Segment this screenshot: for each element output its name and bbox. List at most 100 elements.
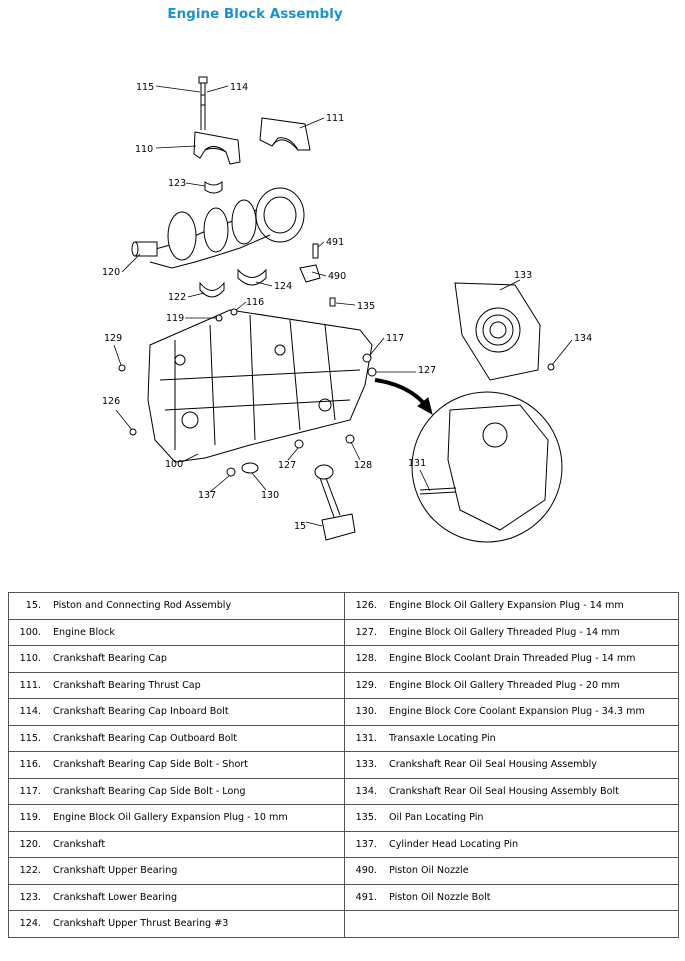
detail-view [411,391,563,543]
page-title: Engine Block Assembly [167,6,343,22]
parts-table: 15. Piston and Connecting Rod Assembly 126… [8,592,679,938]
callout-label: 123 [168,178,186,189]
part-number: 129. [355,679,377,691]
callout-label: 133 [514,270,532,281]
callout-label: 130 [261,490,279,501]
crankshaft-lower-bearing [204,181,223,194]
part-number: 126. [355,600,377,612]
callout-label: 491 [326,237,344,248]
callout-label: 127 [418,365,436,376]
part-description: Crankshaft Bearing Cap Outboard Bolt [53,732,238,744]
part-number: 135. [355,812,377,824]
callout-label: 111 [326,113,344,124]
table-row: 15. Piston and Connecting Rod Assembly 126… [8,592,679,620]
callout-label: 115 [136,82,154,93]
table-cell: 137. Cylinder Head Locating Pin [344,830,679,858]
part-number: 490. [355,865,377,877]
crankshaft [131,187,305,269]
part-number: 123. [19,891,41,903]
table-row: 119.Engine Block Oil Gallery Expansion P… [8,804,679,832]
table-cell: 131.Transaxle Locating Pin [344,724,679,752]
callout-label: 134 [574,333,592,344]
part-description: Crankshaft Bearing Cap Inboard Bolt [53,706,229,718]
part-number: 137. [355,838,377,850]
callout-label: 126 [102,396,120,407]
table-row: 115.Crankshaft Bearing Cap Outboard Bolt… [8,724,679,752]
part-number: 15. [25,600,41,612]
part-description: Crankshaft Bearing Thrust Cap [53,679,201,691]
table-row: 124.Crankshaft Upper Thrust Bearing #3 [8,910,679,938]
callout-label: 137 [198,490,216,501]
callout-label: 127 [278,460,296,471]
part-description: Oil Pan Locating Pin [389,812,484,824]
callout-label: 119 [166,313,184,324]
table-cell: 124.Crankshaft Upper Thrust Bearing #3 [8,910,345,938]
crankshaft-bearing-cap [193,131,241,165]
table-row: 111. Crankshaft Bearing Thrust Cap 129. Eng… [8,671,679,699]
table-cell: 15. Piston and Connecting Rod Assembly [8,592,345,620]
part-number: 119. [19,812,41,824]
callout-label: 124 [274,281,292,292]
table-cell: 130. Engine Block Core Coolant Expansion … [344,698,679,726]
part-number: 117. [19,785,41,797]
part-number: 120. [19,838,41,850]
callout-label: 110 [135,144,153,155]
table-cell [344,910,679,938]
part-description: Cylinder Head Locating Pin [389,838,519,850]
part-description: Piston Oil Nozzle [389,865,469,877]
part-description: Engine Block Coolant Drain Threaded Plug… [389,653,636,665]
part-description: Engine Block Oil Gallery Threaded Plug -… [389,679,620,691]
diagram-svg: 115 114 111 110 123 491 490 120 124 122 … [102,76,592,543]
part-description: Crankshaft Rear Oil Seal Housing Assembl… [389,759,597,771]
crankshaft-upper-thrust-bearing [237,268,267,286]
crankshaft-thrust-cap [259,117,311,151]
crankshaft-upper-bearing [199,281,225,298]
callout-label: 116 [246,297,264,308]
callout-label: 490 [328,271,346,282]
table-cell: 122.Crankshaft Upper Bearing [8,857,345,885]
table-cell: 100. Engine Block [8,618,345,646]
table-cell: 123.Crankshaft Lower Bearing [8,883,345,911]
table-row: 117.Crankshaft Bearing Cap Side Bolt - L… [8,777,679,805]
part-description: Engine Block [53,626,115,638]
callout-label: 122 [168,292,186,303]
part-number: 114. [19,706,41,718]
part-number: 111. [19,679,41,691]
table-cell: 129. Engine Block Oil Gallery Threaded Pl… [344,671,679,699]
callout-label: 128 [354,460,372,471]
part-number: 124. [19,918,41,930]
table-cell: 491.Piston Oil Nozzle Bolt [344,883,679,911]
part-description: Crankshaft Upper Bearing [53,865,178,877]
part-description: Crankshaft Bearing Cap [53,653,167,665]
callout-label: 117 [386,333,404,344]
part-number: 100. [19,626,41,638]
table-row: 122.Crankshaft Upper Bearing 490. Piston O… [8,857,679,885]
part-description: Crankshaft Bearing Cap Side Bolt - Short [53,759,249,771]
part-number: 128. [355,653,377,665]
part-number: 130. [355,706,377,718]
part-number: 110. [19,653,41,665]
table-cell: 134.Crankshaft Rear Oil Seal Housing Ass… [344,777,679,805]
exploded-diagram: 115 114 111 110 123 491 490 120 124 122 … [102,76,592,543]
callout-label: 100 [165,459,183,470]
table-cell: 114. Crankshaft Bearing Cap Inboard Bolt [8,698,345,726]
table-row: 110. Crankshaft Bearing Cap 128. Engine Blo… [8,645,679,673]
table-cell: 111. Crankshaft Bearing Thrust Cap [8,671,345,699]
part-number: 134. [355,785,377,797]
table-cell: 126.Engine Block Oil Gallery Expansion P… [344,592,679,620]
callout-label: 114 [230,82,248,93]
table-cell: 135. Oil Pan Locating Pin [344,804,679,832]
part-number: 133. [355,759,377,771]
part-description: Engine Block Core Coolant Expansion Plug… [389,706,645,718]
table-cell: 490. Piston Oil Nozzle [344,857,679,885]
callout-labels: 115 114 111 110 123 491 490 120 124 122 … [102,82,592,532]
part-description: Piston and Connecting Rod Assembly [53,600,232,612]
part-number: 116. [19,759,41,771]
piston-connecting-rod [314,464,356,541]
table-cell: 115.Crankshaft Bearing Cap Outboard Bolt [8,724,345,752]
table-cell: 116. Crankshaft Bearing Cap Side Bolt - S… [8,751,345,779]
